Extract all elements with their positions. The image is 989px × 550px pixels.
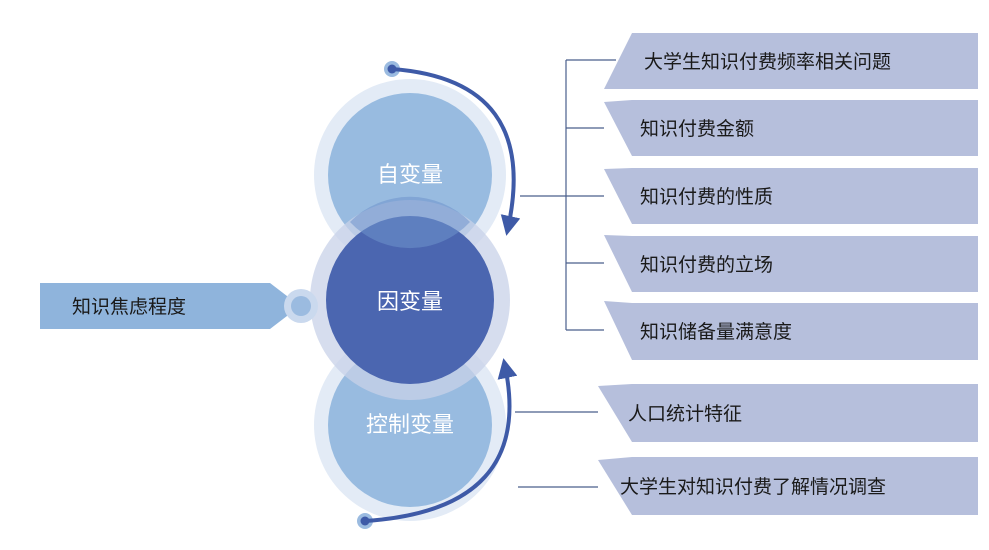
banner-item-1 xyxy=(604,33,978,89)
bottom-curved-arrow xyxy=(364,358,518,523)
banner-text-2: 知识付费金额 xyxy=(640,118,754,140)
label-dependent: 因变量 xyxy=(377,290,443,315)
banner-item-2 xyxy=(604,100,978,156)
top-curved-arrow xyxy=(391,67,521,236)
left-banner-dot xyxy=(291,296,311,316)
banner-item-5 xyxy=(604,301,978,360)
banner-text-7: 大学生对知识付费了解情况调查 xyxy=(620,476,886,498)
overlap-highlight xyxy=(350,196,470,249)
upper-bracket xyxy=(520,59,616,331)
banner-item-7 xyxy=(598,457,978,515)
banner-text-5: 知识储备量满意度 xyxy=(640,321,792,343)
circle-dependent xyxy=(326,216,494,384)
banner-item-6 xyxy=(598,384,978,442)
label-control: 控制变量 xyxy=(366,413,454,438)
banner-item-4 xyxy=(604,235,978,292)
label-independent: 自变量 xyxy=(377,163,443,188)
banner-text-3: 知识付费的性质 xyxy=(640,186,773,208)
banner-text-1: 大学生知识付费频率相关问题 xyxy=(644,51,891,73)
banner-text-6: 人口统计特征 xyxy=(628,403,742,425)
left-banner-text: 知识焦虑程度 xyxy=(72,296,186,318)
left-banner xyxy=(40,283,300,329)
banner-item-3 xyxy=(604,168,978,224)
banner-text-4: 知识付费的立场 xyxy=(640,254,773,276)
